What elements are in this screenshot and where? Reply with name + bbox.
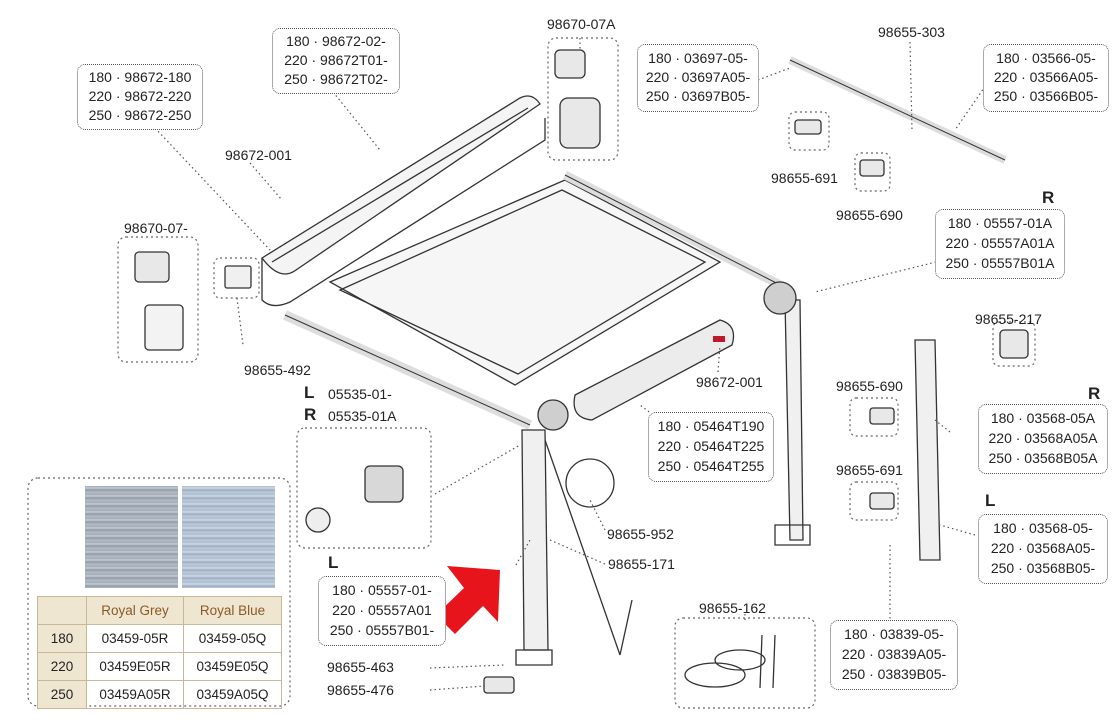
side-marker-left: L: [304, 383, 315, 402]
side-marker-left: L: [985, 491, 996, 510]
red-arrow-pointer: [436, 566, 500, 634]
part-box-line: 220 · 05557A01A: [945, 235, 1055, 251]
awning-fabric: [328, 179, 722, 386]
table-row: 180 03459-05R 03459-05Q: [37, 624, 282, 653]
part-label-98655-476: 98655-476: [327, 682, 394, 698]
part-box-line: 250 · 05557B01-: [329, 622, 435, 638]
part-box-line: 180 · 03566-05-: [996, 50, 1096, 66]
part-label-98670-07: 98670-07-: [124, 220, 188, 236]
part-box-98672-rail: 180 · 98672-180 220 · 98672-220 250 · 98…: [77, 64, 203, 130]
table-cell: 03459A05Q: [183, 680, 282, 709]
part-label-98672-001-roller: 98672-001: [696, 374, 763, 390]
part-label-98655-690-mid: 98655-690: [836, 378, 903, 394]
part-box-line: 220 · 03839A05-: [841, 646, 947, 662]
table-header-royal-grey: Royal Grey: [85, 596, 185, 625]
part-box-line: 180 · 03697-05-: [648, 50, 748, 66]
part-label-98655-492: 98655-492: [244, 362, 311, 378]
part-label-98655-303: 98655-303: [878, 24, 945, 40]
part-label-98655-690-top: 98655-690: [836, 207, 903, 223]
fabric-part-table: Royal Grey Royal Blue 180 03459-05R 0345…: [37, 596, 282, 709]
part-box-line: 180 · 05464T190: [657, 418, 765, 434]
part-label-98655-171: 98655-171: [608, 556, 675, 572]
part-box-03566: 180 · 03566-05- 220 · 03566A05- 250 · 03…: [983, 44, 1109, 112]
part-label-98655-217: 98655-217: [975, 311, 1042, 327]
part-label-98655-162: 98655-162: [699, 600, 766, 616]
part-box-line: 250 · 03697B05-: [645, 88, 751, 104]
part-box-line: 220 · 98672T01-: [284, 52, 388, 68]
right-arm: [914, 339, 941, 561]
part-box-line: 180 · 05557-01A: [947, 215, 1053, 231]
part-box-03839: 180 · 03839-05- 220 · 03839A05- 250 · 03…: [830, 620, 958, 690]
part-box-line: 220 · 05557A01: [332, 602, 432, 618]
table-size-cell: 180: [37, 624, 87, 653]
table-corner: [37, 596, 87, 625]
part-box-line: 250 · 03568B05A: [988, 450, 1098, 466]
side-marker-right: R: [304, 405, 317, 424]
part-box-line: 220 · 03697A05-: [645, 69, 751, 85]
part-box-line: 250 · 03568B05-: [990, 560, 1096, 576]
part-box-line: 250 · 03566B05-: [993, 88, 1099, 104]
part-box-line: 180 · 03568-05A: [990, 410, 1096, 426]
part-box-line: 220 · 03568A05-: [990, 540, 1096, 556]
part-box-line: 250 · 98672T02-: [284, 71, 388, 87]
table-cell: 03459-05Q: [183, 624, 282, 653]
part-label-98655-691-mid: 98655-691: [836, 462, 903, 478]
table-row: 220 03459E05R 03459E05Q: [37, 652, 282, 681]
part-box-98672-cover: 180 · 98672-02- 220 · 98672T01- 250 · 98…: [272, 28, 400, 94]
part-box-05557-right: 180 · 05557-01A 220 · 05557A01A 250 · 05…: [935, 209, 1065, 279]
front-roller: [573, 319, 735, 421]
part-box-line: 220 · 03568A05A: [988, 430, 1098, 446]
part-box-line: 180 · 03568-05-: [993, 520, 1093, 536]
part-label-98655-952: 98655-952: [607, 526, 674, 542]
fabric-swatch-royal-blue: [182, 486, 275, 588]
table-cell: 03459E05Q: [183, 652, 282, 681]
part-label-98672-001-cover: 98672-001: [225, 147, 292, 163]
part-box-line: 180 · 98672-02-: [286, 33, 386, 49]
cassette-rail: [261, 118, 546, 307]
part-box-line: 220 · 98672-220: [88, 88, 192, 104]
part-box-line: 180 · 05557-01-: [332, 582, 432, 598]
part-label-98655-463: 98655-463: [327, 659, 394, 675]
side-marker-right: R: [1042, 188, 1055, 207]
part-box-line: 250 · 05557B01A: [945, 255, 1055, 271]
table-cell: 03459A05R: [85, 680, 185, 709]
part-box-05557-left: 180 · 05557-01- 220 · 05557A01 250 · 055…: [318, 576, 446, 646]
part-box-03697: 180 · 03697-05- 220 · 03697A05- 250 · 03…: [637, 44, 759, 112]
table-size-cell: 250: [37, 680, 87, 709]
part-box-05464: 180 · 05464T190 220 · 05464T225 250 · 05…: [648, 412, 774, 482]
part-box-line: 250 · 03839B05-: [841, 666, 947, 682]
part-label-98670-07a: 98670-07A: [547, 16, 616, 32]
part-label-05535-01-left: 05535-01-: [328, 386, 392, 402]
table-row: 250 03459A05R 03459A05Q: [37, 680, 282, 709]
fabric-swatch-royal-grey: [85, 486, 178, 588]
table-size-cell: 220: [37, 652, 87, 681]
table-header-royal-blue: Royal Blue: [183, 596, 282, 625]
side-marker-right: R: [1088, 384, 1101, 403]
left-leg: [521, 429, 549, 651]
part-box-line: 220 · 03566A05-: [993, 69, 1099, 85]
part-box-line: 250 · 98672-250: [88, 107, 192, 123]
part-box-03568-right: 180 · 03568-05A 220 · 03568A05A 250 · 03…: [978, 404, 1108, 474]
part-label-05535-01a-right: 05535-01A: [328, 408, 397, 424]
part-box-line: 180 · 98672-180: [88, 69, 192, 85]
side-marker-left: L: [328, 553, 339, 572]
right-leg: [784, 299, 804, 541]
table-cell: 03459E05R: [85, 652, 185, 681]
table-cell: 03459-05R: [85, 624, 185, 653]
part-box-03568-left: 180 · 03568-05- 220 · 03568A05- 250 · 03…: [978, 514, 1108, 584]
part-box-line: 250 · 05464T255: [657, 458, 765, 474]
part-box-line: 220 · 05464T225: [657, 438, 765, 454]
part-label-98655-691-top: 98655-691: [771, 170, 838, 186]
part-box-line: 180 · 03839-05-: [844, 626, 944, 642]
